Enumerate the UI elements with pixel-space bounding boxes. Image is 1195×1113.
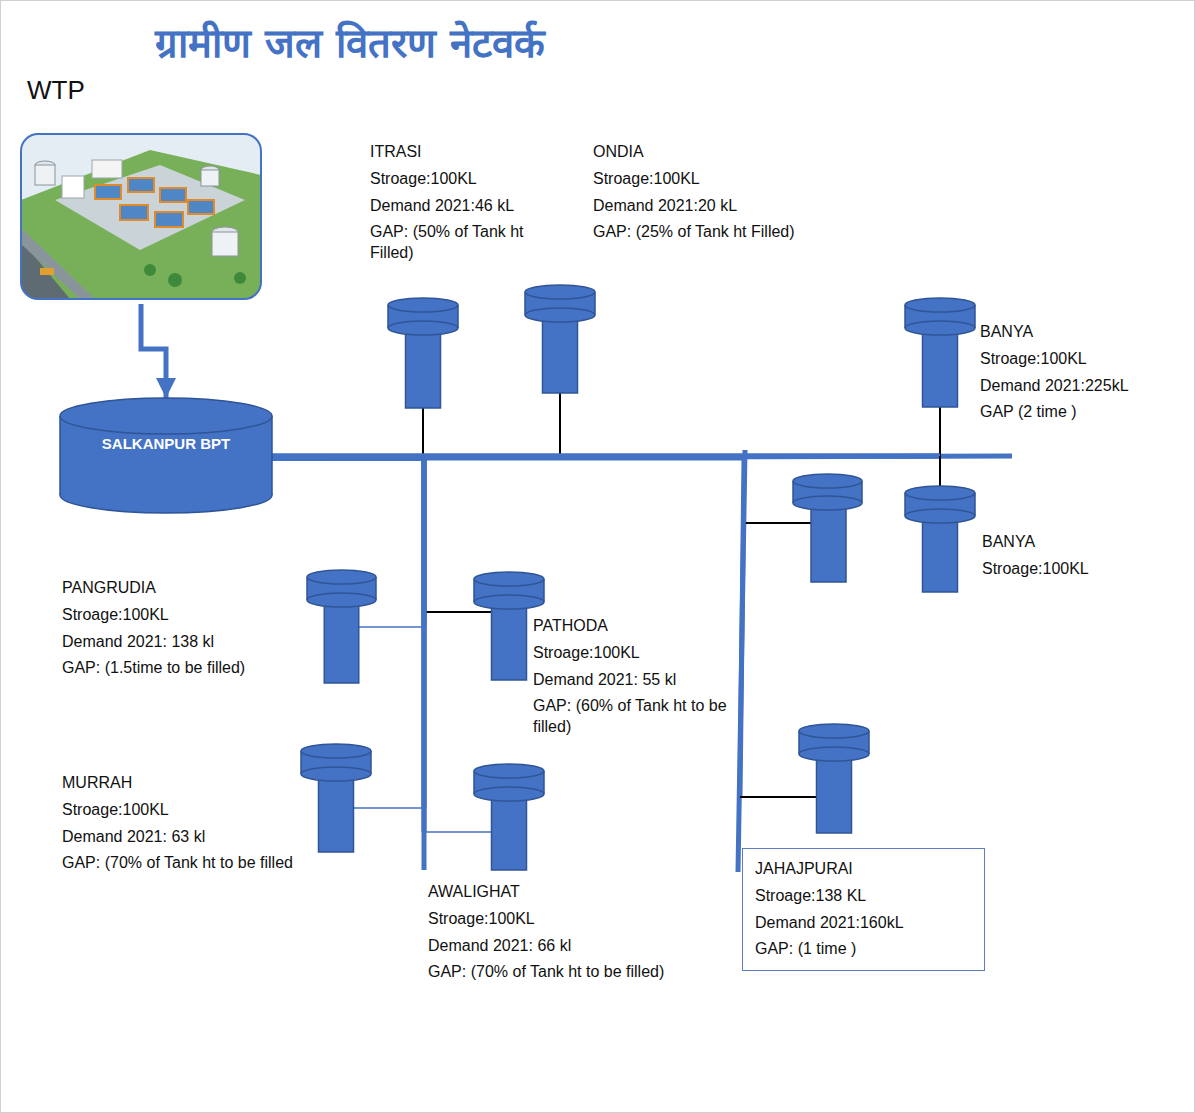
main-pipe — [272, 458, 424, 627]
branch-pipe — [559, 393, 561, 457]
break-pressure-tank: SALKANPUR BPT — [60, 398, 272, 513]
label-group: PANGRUDIA Stroage:100KL Demand 2021: 138 k… — [62, 578, 306, 685]
water-tank: JAHAJPURAIStroage:138 KLDemand 2021:160k… — [799, 724, 869, 833]
pipe-network — [270, 450, 1012, 872]
tank-outline — [905, 486, 975, 592]
label-group: MURRAH Stroage:100KL Demand 2021: 63 kl GAP… — [62, 773, 298, 880]
pipe-connector — [141, 304, 166, 398]
pipe-connector — [272, 458, 817, 797]
tank-outline — [525, 285, 595, 393]
pipe-connector — [272, 458, 492, 832]
branch-pipe — [424, 831, 492, 833]
village-name: JAHAJPURAI — [755, 859, 853, 880]
main-pipe — [272, 458, 424, 832]
village-name: PATHODA — [533, 616, 608, 637]
label-group: SALKANPUR BPT — [60, 434, 272, 460]
branch-pipe — [939, 407, 941, 456]
storage-info: Stroage:138 KL — [755, 886, 866, 907]
diagram-title: ग्रामीण जल वितरण नेटवर्क — [155, 14, 545, 69]
gap-info: GAP: (1.5time to be filled) — [62, 658, 245, 679]
village-name: ONDIA — [593, 142, 644, 163]
label-group: WTP — [27, 74, 147, 114]
water-tank: BANYAStroage:100KL — [905, 486, 975, 592]
demand-info: Demand 2021: 138 kl — [62, 632, 214, 653]
gap-info: GAP (2 time ) — [980, 402, 1077, 423]
storage-info: Stroage:100KL — [593, 169, 700, 190]
label-group: JAHAJPURAI Stroage:138 KL Demand 2021:160k… — [742, 848, 985, 971]
branch-pipe — [354, 807, 425, 809]
water-tank: PATHODAStroage:100KLDemand 2021: 55 klGA… — [474, 572, 544, 680]
main-pipe — [272, 458, 744, 797]
branch-pipe — [422, 408, 424, 458]
demand-info: Demand 2021:46 kL — [370, 196, 514, 217]
pipe-connector — [272, 458, 424, 808]
label-group: BANYA Stroage:100KL Demand 2021:225kL GAP (… — [980, 322, 1188, 429]
tank-outline — [307, 570, 376, 683]
branch-pipe — [740, 796, 817, 798]
treatment-plant: WTP — [20, 133, 262, 300]
water-tank: MURRAHStroage:100KLDemand 2021: 63 klGAP… — [301, 744, 371, 852]
storage-info: Stroage:100KL — [428, 909, 535, 930]
flow-arrow — [141, 304, 166, 398]
demand-info: Demand 2021:225kL — [980, 376, 1129, 397]
pipe-connector — [272, 408, 424, 458]
label-group: AWALIGHAT Stroage:100KL Demand 2021: 66 kl… — [428, 882, 688, 989]
storage-info: Stroage:100KL — [62, 800, 169, 821]
label-group: BANYA Stroage:100KL — [982, 532, 1182, 586]
demand-info: Demand 2021: 63 kl — [62, 827, 205, 848]
storage-info: Stroage:100KL — [533, 643, 640, 664]
storage-info: Stroage:100KL — [62, 605, 169, 626]
demand-info: Demand 2021:160kL — [755, 913, 904, 934]
tank-label: SALKANPUR BPT — [102, 434, 230, 454]
tank-outline — [905, 298, 975, 407]
label-group: ONDIA Stroage:100KL Demand 2021:20 kL GAP: … — [593, 142, 798, 249]
gap-info: GAP: (1 time ) — [755, 939, 856, 960]
label-group: ITRASI Stroage:100KL Demand 2021:46 kL GAP:… — [370, 142, 552, 270]
village-name: BANYA — [982, 532, 1035, 553]
water-tank: ITRASIStroage:100KLDemand 2021:46 kLGAP:… — [388, 298, 458, 408]
pipe-connector — [272, 407, 940, 456]
water-tank: PANGRUDIAStroage:100KLDemand 2021: 138 k… — [307, 570, 376, 683]
village-name: PANGRUDIA — [62, 578, 156, 599]
village-name: MURRAH — [62, 773, 132, 794]
tank-outline — [388, 298, 458, 408]
tank-outline — [301, 744, 371, 852]
gap-info: GAP: (70% of Tank ht to be filled) — [428, 962, 664, 983]
village-name: AWALIGHAT — [428, 882, 520, 903]
unlabeled-tank — [741, 474, 862, 582]
cylinder-outline — [60, 398, 272, 513]
water-tank: BANYAStroage:100KLDemand 2021:225kLGAP (… — [905, 298, 975, 407]
gap-info: GAP: (25% of Tank ht Filled) — [593, 222, 795, 243]
plant-illustration — [21, 134, 261, 299]
gap-info: GAP: (50% of Tank ht Filled) — [370, 222, 552, 264]
pipe-connector — [272, 458, 424, 627]
gap-info: GAP: (60% of Tank ht to be filled) — [533, 696, 735, 738]
demand-info: Demand 2021:20 kL — [593, 196, 737, 217]
demand-info: Demand 2021: 55 kl — [533, 670, 676, 691]
storage-info: Stroage:100KL — [982, 559, 1089, 580]
tank-outline — [799, 724, 869, 833]
label-group: PATHODA Stroage:100KL Demand 2021: 55 kl GA… — [533, 616, 735, 744]
main-pipe — [272, 458, 424, 612]
storage-info: Stroage:100KL — [980, 349, 1087, 370]
branch-pipe — [939, 456, 941, 486]
water-tank: ONDIAStroage:100KLDemand 2021:20 kLGAP: … — [525, 285, 595, 393]
pipe-connector — [272, 458, 492, 612]
village-name: ITRASI — [370, 142, 422, 163]
storage-info: Stroage:100KL — [370, 169, 477, 190]
tank-outline — [474, 764, 544, 870]
plant-label: WTP — [27, 74, 85, 108]
village-name: BANYA — [980, 322, 1033, 343]
water-tank: AWALIGHATStroage:100KLDemand 2021: 66 kl… — [474, 764, 544, 870]
demand-info: Demand 2021: 66 kl — [428, 936, 571, 957]
gap-info: GAP: (70% of Tank ht to be filled — [62, 853, 293, 874]
main-pipe — [272, 458, 424, 808]
branch-pipe — [359, 626, 424, 628]
branch-pipe — [424, 611, 492, 613]
